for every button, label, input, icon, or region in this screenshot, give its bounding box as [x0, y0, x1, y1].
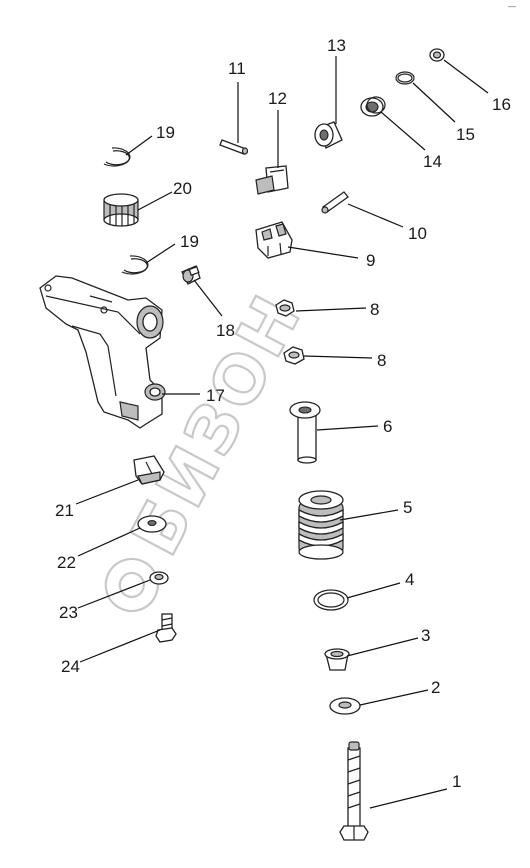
callout-20: 20: [173, 179, 192, 198]
callout-21: 21: [55, 501, 74, 520]
part-5-spring: [298, 490, 344, 560]
corner-mark: —: [508, 2, 516, 11]
callout-numbers: 1 2 3 4 5 6 8 8 9 10 11 12 13 14 15 16 1…: [55, 36, 511, 791]
part-9-castle-nut: [255, 221, 293, 259]
part-22-washer: [137, 515, 167, 533]
part-16-ring: [429, 48, 445, 62]
callout-24: 24: [61, 657, 80, 676]
part-8-nut-upper: [275, 299, 295, 317]
callout-14: 14: [423, 152, 442, 171]
part-1-bolt: [339, 741, 369, 841]
part-2-washer: [329, 697, 361, 715]
callout-6: 6: [383, 417, 392, 436]
callout-19-upper: 19: [156, 123, 175, 142]
part-8-nut-lower: [283, 346, 305, 365]
part-12-stud: [255, 165, 289, 195]
leader-lines: [75, 56, 489, 809]
callout-18: 18: [216, 321, 235, 340]
callout-16: 16: [492, 95, 511, 114]
callout-19-lower: 19: [180, 232, 199, 251]
part-21-clip: [133, 455, 165, 485]
callout-2: 2: [431, 678, 440, 697]
part-19-snap-ring-upper: [103, 147, 131, 167]
callout-13: 13: [327, 36, 346, 55]
callout-17: 17: [206, 386, 225, 405]
callout-3: 3: [421, 626, 430, 645]
part-17-bracket: [39, 275, 166, 429]
part-14-bearing: [360, 96, 386, 117]
part-4-ring: [313, 589, 349, 611]
part-3-bushing: [324, 648, 350, 671]
part-13-roller: [314, 121, 343, 149]
callout-8-lower: 8: [377, 351, 386, 370]
part-18-grease-fitting: [181, 265, 201, 285]
callout-15: 15: [456, 125, 475, 144]
callout-5: 5: [403, 498, 412, 517]
callout-23: 23: [59, 603, 78, 622]
part-6-tappet: [289, 401, 321, 464]
part-20-needle-bearing: [103, 193, 139, 227]
part-11-pin: [219, 139, 249, 155]
part-15-ring: [395, 71, 415, 85]
part-10-pin: [321, 191, 349, 214]
callout-12: 12: [268, 89, 287, 108]
callout-9: 9: [366, 251, 375, 270]
callout-4: 4: [405, 570, 414, 589]
callout-10: 10: [408, 224, 427, 243]
callout-22: 22: [57, 553, 76, 572]
part-19-snap-ring-lower: [121, 255, 149, 275]
callout-11: 11: [228, 59, 246, 78]
callout-8-upper: 8: [370, 300, 379, 319]
part-23-washer: [149, 571, 169, 585]
part-24-bolt: [155, 613, 177, 643]
callout-1: 1: [452, 772, 461, 791]
